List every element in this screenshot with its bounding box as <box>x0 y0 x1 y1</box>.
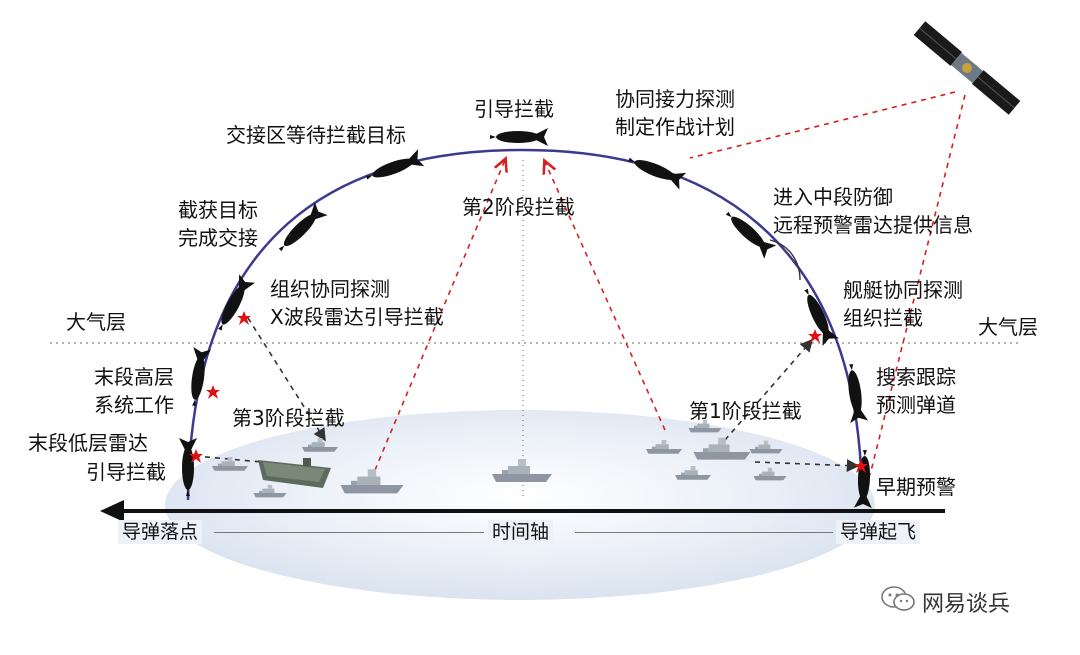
label-ship-coop-2: 组织拦截 <box>843 306 923 330</box>
detect-line-right <box>724 338 814 441</box>
star-icon <box>206 385 220 399</box>
missile-icon <box>363 149 425 187</box>
missile-icon <box>798 285 839 346</box>
label-stage3: 第3阶段拦截 <box>232 406 345 430</box>
satellite-icon <box>913 21 1021 115</box>
star-icon <box>808 329 822 343</box>
sea-area <box>165 410 875 600</box>
aircraft-carrier-icon <box>258 458 331 488</box>
label-impact: 导弹落点 <box>118 520 203 544</box>
label-midcourse-2: 远程预警雷达提供信息 <box>773 213 973 237</box>
timeline-arrowhead <box>100 500 124 522</box>
label-terminal-low-1: 末段低层雷达 <box>28 431 148 455</box>
label-handover-wait: 交接区等待拦截目标 <box>226 123 406 147</box>
label-org-coop-1: 组织协同探测 <box>270 277 390 301</box>
detect-line-left <box>247 317 326 442</box>
label-timeline: 时间轴 <box>488 520 554 544</box>
label-search-track-1: 搜索跟踪 <box>876 365 956 389</box>
label-capture-2: 完成交接 <box>178 226 258 250</box>
label-stage2: 第2阶段拦截 <box>462 195 575 219</box>
wechat-icon <box>880 585 916 613</box>
label-ship-coop-1: 舰艇协同探测 <box>843 278 963 302</box>
timeline-thin-left <box>214 532 484 533</box>
detect-line-launch <box>754 459 860 472</box>
label-stage1: 第1阶段拦截 <box>689 399 802 423</box>
label-atmosphere-right: 大气层 <box>978 315 1038 339</box>
label-coop-relay-1: 协同接力探测 <box>615 87 735 111</box>
label-midcourse-1: 进入中段防御 <box>773 185 893 209</box>
label-launch: 导弹起飞 <box>836 520 921 544</box>
label-early-warning: 早期预警 <box>876 475 956 499</box>
label-terminal-low-2: 引导拦截 <box>86 460 166 484</box>
label-guide-intercept: 引导拦截 <box>474 97 554 121</box>
trajectory-arc <box>186 148 864 501</box>
label-terminal-high-1: 末段高层 <box>94 365 174 389</box>
intercept-line-center <box>374 160 505 471</box>
missile-icon <box>490 128 548 146</box>
callout-curve <box>769 239 801 281</box>
label-capture-1: 截获目标 <box>178 198 258 222</box>
watermark-text: 网易谈兵 <box>922 592 1011 617</box>
label-atmosphere-left: 大气层 <box>66 310 126 334</box>
label-terminal-high-2: 系统工作 <box>94 393 174 417</box>
timeline-thin-right <box>575 532 833 533</box>
missile-icon <box>625 151 687 190</box>
intercept-line-right <box>545 162 666 431</box>
label-search-track-2: 预测弹道 <box>876 393 956 417</box>
label-coop-relay-2: 制定作战计划 <box>615 115 735 139</box>
label-org-coop-2: X波段雷达引导拦截 <box>270 305 444 329</box>
